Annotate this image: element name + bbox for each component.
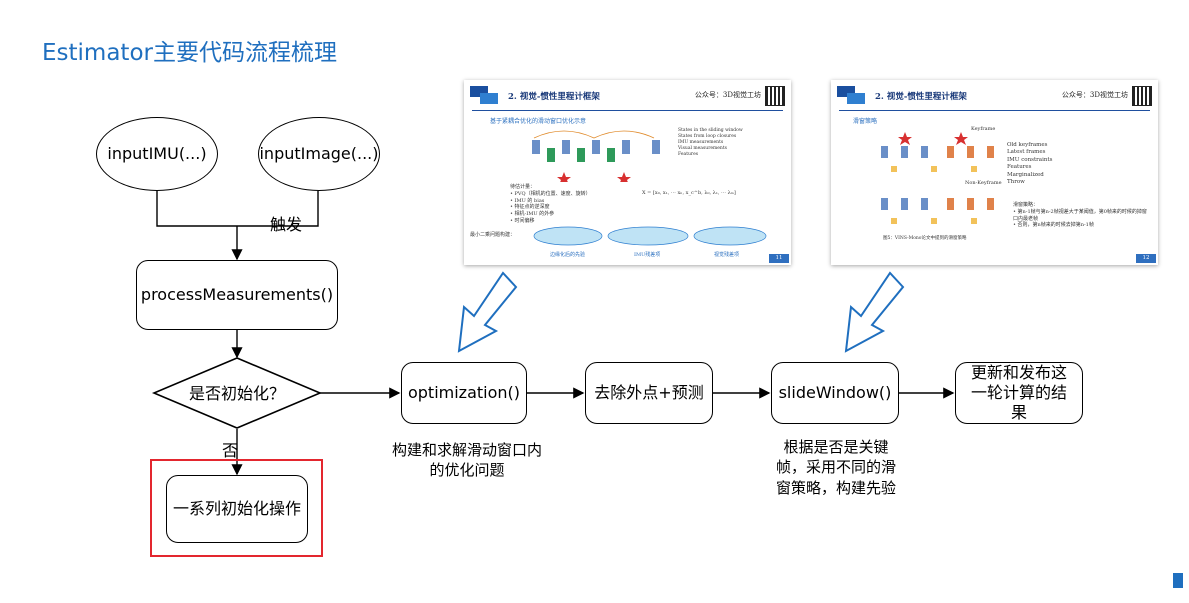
slide-logo-icon bbox=[470, 86, 500, 106]
slide1-legend-3: Visual measurements bbox=[678, 146, 727, 152]
slide2-nonkeyframe-label: Non-Keyframe bbox=[965, 180, 1002, 186]
hollow-arrow-slidewindow bbox=[844, 271, 905, 353]
slide2-legend-2: IMU constraints bbox=[1007, 156, 1053, 163]
slide1-legend-4: Features bbox=[678, 152, 699, 158]
slide1-legend-2: IMU measurements bbox=[678, 140, 724, 146]
corner-marker bbox=[1173, 573, 1183, 588]
node-remove-outliers-label: 去除外点+预测 bbox=[594, 383, 704, 402]
edge-label-no: 否 bbox=[222, 441, 239, 460]
slide1-legend-1: States from loop closures bbox=[678, 134, 737, 140]
slide2-body: 滑窗策略： • 第n-1帧与第n-2帧视差大于某阈值，第0帧来的时候的掉窗口内最… bbox=[1013, 202, 1151, 229]
slide2-legend-3: Features bbox=[1007, 164, 1032, 171]
node-init-ops: 一系列初始化操作 bbox=[166, 475, 308, 543]
edge-label-trigger: 触发 bbox=[270, 215, 303, 234]
hollow-arrow-optimization bbox=[457, 271, 518, 353]
node-input-imu: inputIMU(...) bbox=[96, 117, 218, 191]
slide2-body-1: • 第n-1帧与第n-2帧视差大于某阈值，第0帧来的时候的掉窗口内最老帧 bbox=[1013, 208, 1147, 222]
node-update-publish: 更新和发布这一轮计算的结果 bbox=[955, 362, 1083, 424]
slide1-page-number: 11 bbox=[769, 254, 789, 263]
slide1-term-0: 边缘化后的先验 bbox=[550, 252, 586, 258]
node-process-measurements-label: processMeasurements() bbox=[140, 285, 334, 304]
qr-code-icon bbox=[1132, 86, 1152, 106]
node-init-ops-label: 一系列初始化操作 bbox=[172, 499, 301, 518]
slide-thumbnail-1: 2. 视觉-惯性里程计框架 公众号：3D视觉工坊 基于紧耦合优化的滑动窗口优化示… bbox=[464, 80, 791, 265]
slide1-formula: X = [x₀, x₁, ⋯ xₙ, x_c^b, λ₀, λ₁, ⋯ λₘ] bbox=[642, 190, 736, 196]
slide2-author: 公众号：3D视觉工坊 bbox=[1061, 91, 1128, 99]
slide1-term-1: IMU残差项 bbox=[634, 252, 661, 258]
slide1-cost-ellipses bbox=[533, 226, 767, 246]
slide-logo-icon bbox=[837, 86, 867, 106]
slide1-title: 2. 视觉-惯性里程计框架 bbox=[508, 92, 600, 102]
slide1-body-2: • IMU 的 bias bbox=[510, 197, 545, 204]
slide2-title: 2. 视觉-惯性里程计框架 bbox=[875, 92, 967, 102]
node-update-publish-label: 更新和发布这一轮计算的结果 bbox=[970, 363, 1067, 422]
node-optimization-label: optimization() bbox=[407, 383, 521, 402]
note-slide-window: 根据是否是关键帧，采用不同的滑窗策略，构建先验 bbox=[772, 437, 900, 498]
slide2-legend-5: Throw bbox=[1007, 179, 1025, 186]
slide2-marginalization-figure bbox=[881, 132, 994, 224]
slide2-legend-4: Marginalized bbox=[1007, 171, 1044, 178]
node-input-image: inputImage(...) bbox=[258, 117, 380, 191]
slide-thumbnail-2: 2. 视觉-惯性里程计框架 公众号：3D视觉工坊 滑窗策略 Keyframe N… bbox=[831, 80, 1158, 265]
slide1-body-0: 待估计量： bbox=[510, 184, 536, 190]
slide2-body-0: 滑窗策略： bbox=[1013, 202, 1039, 208]
slide2-legend: Old keyframes Latest frames IMU constrai… bbox=[1007, 142, 1052, 187]
slide2-page-number: 12 bbox=[1136, 254, 1156, 263]
slide1-subtitle: 基于紧耦合优化的滑动窗口优化示意 bbox=[490, 118, 587, 125]
note-slide-window-text: 根据是否是关键帧，采用不同的滑窗策略，构建先验 bbox=[775, 438, 896, 497]
node-optimization: optimization() bbox=[401, 362, 527, 424]
note-optimization-text: 构建和求解滑动窗口内的优化问题 bbox=[391, 441, 542, 480]
node-slide-window-label: slideWindow() bbox=[778, 383, 892, 402]
slide1-term-2: 视觉残差项 bbox=[714, 252, 740, 258]
qr-code-icon bbox=[765, 86, 785, 106]
slide1-body-3: • 特征点的逆深度 bbox=[510, 204, 550, 211]
slide1-sliding-window-figure bbox=[532, 130, 660, 182]
slide1-cost-label: 最小二乘问题构建： bbox=[470, 232, 516, 238]
node-remove-outliers: 去除外点+预测 bbox=[585, 362, 713, 424]
node-input-imu-label: inputIMU(...) bbox=[107, 144, 207, 163]
decision-label: 是否初始化？ bbox=[189, 384, 286, 403]
node-process-measurements: processMeasurements() bbox=[136, 260, 338, 330]
slide2-caption: 图5：VINS-Mono论文中提到的滑窗策略 bbox=[883, 236, 967, 241]
slide1-author: 公众号：3D视觉工坊 bbox=[694, 91, 761, 99]
slide1-body-5: • 时间偏移 bbox=[510, 217, 535, 224]
slide1-legend-0: States in the sliding window bbox=[678, 128, 743, 133]
note-optimization: 构建和求解滑动窗口内的优化问题 bbox=[389, 440, 545, 481]
decision-diamond bbox=[151, 357, 323, 429]
slide1-legend: States in the sliding window States from… bbox=[678, 128, 743, 158]
slide1-body-1: • PVQ（相机的位置、速度、旋转） bbox=[510, 190, 591, 197]
slide2-legend-1: Latest frames bbox=[1007, 149, 1046, 156]
highlight-box bbox=[150, 459, 323, 557]
page-title: Estimator主要代码流程梳理 bbox=[42, 40, 337, 66]
slide2-subtitle: 滑窗策略 bbox=[853, 118, 878, 125]
slide1-body: 待估计量： • PVQ（相机的位置、速度、旋转） • IMU 的 bias • … bbox=[510, 184, 591, 225]
node-slide-window: slideWindow() bbox=[771, 362, 899, 424]
node-input-image-label: inputImage(...) bbox=[259, 144, 379, 163]
slide2-keyframe-label: Keyframe bbox=[971, 126, 996, 132]
slide2-body-2: • 否则，第n帧来的时候去掉第n-1帧 bbox=[1013, 222, 1094, 229]
slide2-legend-0: Old keyframes bbox=[1007, 142, 1048, 148]
slide1-body-4: • 相机-IMU 的外参 bbox=[510, 211, 555, 217]
